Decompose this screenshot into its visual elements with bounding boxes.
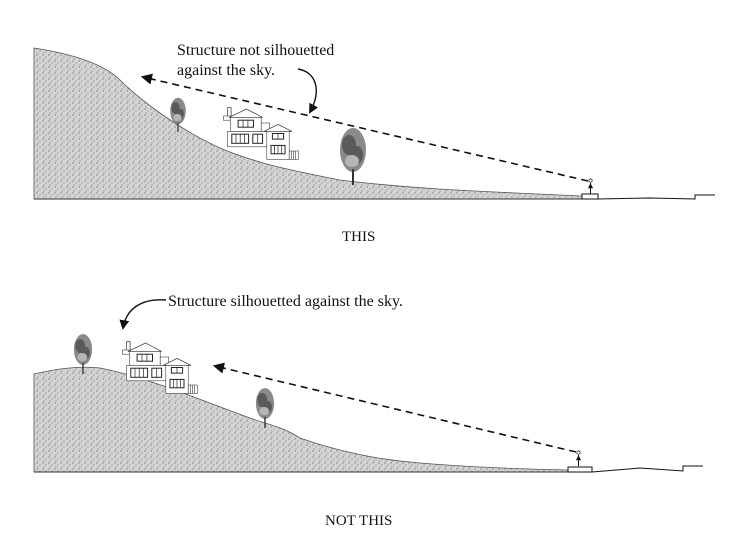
viewpoint-pad (581, 193, 599, 200)
hillside (33, 366, 569, 473)
hillside (33, 47, 583, 200)
caption-this: THIS (342, 229, 375, 245)
sightline-arrow (212, 362, 577, 453)
viewer-person-icon (575, 450, 582, 467)
annotation-not-this: Structure silhouetted against the sky. (168, 293, 403, 310)
panel-not-this: Structure silhouetted against the sky. N… (33, 293, 703, 529)
street-line (597, 194, 715, 200)
annotation-this-line2: against the sky. (177, 62, 275, 79)
sightline-arrow (140, 73, 589, 182)
callout-arrow (119, 299, 167, 330)
callout-arrow (297, 68, 319, 114)
caption-not-this: NOT THIS (325, 513, 392, 529)
viewpoint-pad (567, 466, 593, 473)
tree-icon (340, 128, 366, 185)
viewer-person-icon (587, 178, 594, 195)
house-icon (222, 106, 299, 161)
annotation-this-line1: Structure not silhouetted (177, 42, 334, 59)
panel-this: Structure not silhouetted against the sk… (33, 42, 715, 245)
street-line (591, 465, 703, 473)
